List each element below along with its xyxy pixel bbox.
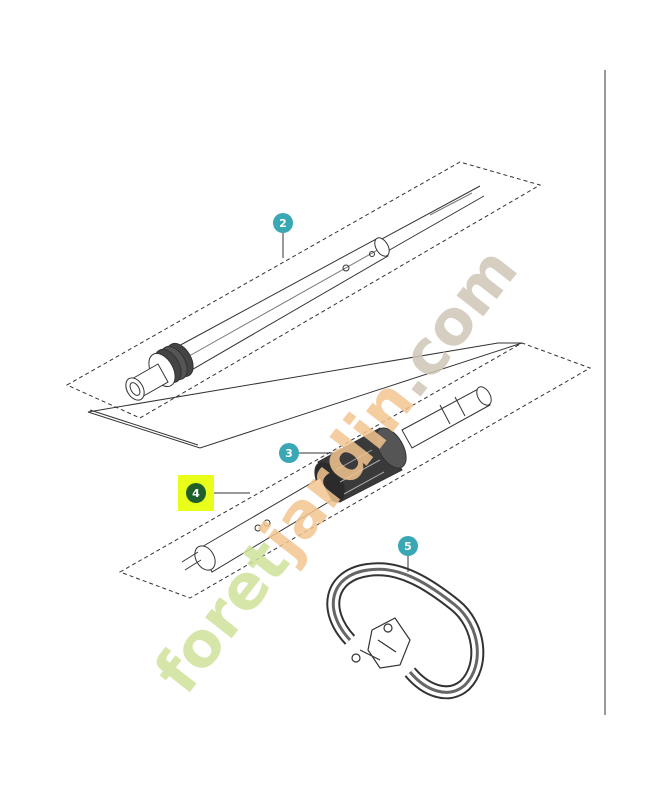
watermark-part-3: .com [371, 234, 532, 411]
part-2-upper-shaft [65, 161, 542, 446]
callout-4-label: 4 [192, 487, 200, 500]
callout-3-label: 3 [285, 447, 293, 460]
part-2-coupling [125, 342, 194, 401]
callout-2-badge [273, 213, 293, 233]
part-2-base-line [89, 409, 199, 446]
callout-3-badge [279, 443, 299, 463]
part-3-base-outline [87, 342, 523, 449]
callout-2-label: 2 [279, 217, 287, 230]
part-3-dashed-boundary [118, 342, 592, 599]
callout-4[interactable]: 4 [186, 483, 206, 503]
callout-5[interactable]: 5 [398, 536, 418, 556]
callout-5-badge [398, 536, 418, 556]
part-2-tube [174, 237, 389, 373]
callout-5-label: 5 [404, 540, 412, 553]
part-5-loop-handle [326, 562, 485, 700]
callout-2[interactable]: 2 [273, 213, 293, 233]
part-3-grip-assembly [87, 342, 592, 599]
callout-3[interactable]: 3 [279, 443, 299, 463]
callout-4-badge [186, 483, 206, 503]
